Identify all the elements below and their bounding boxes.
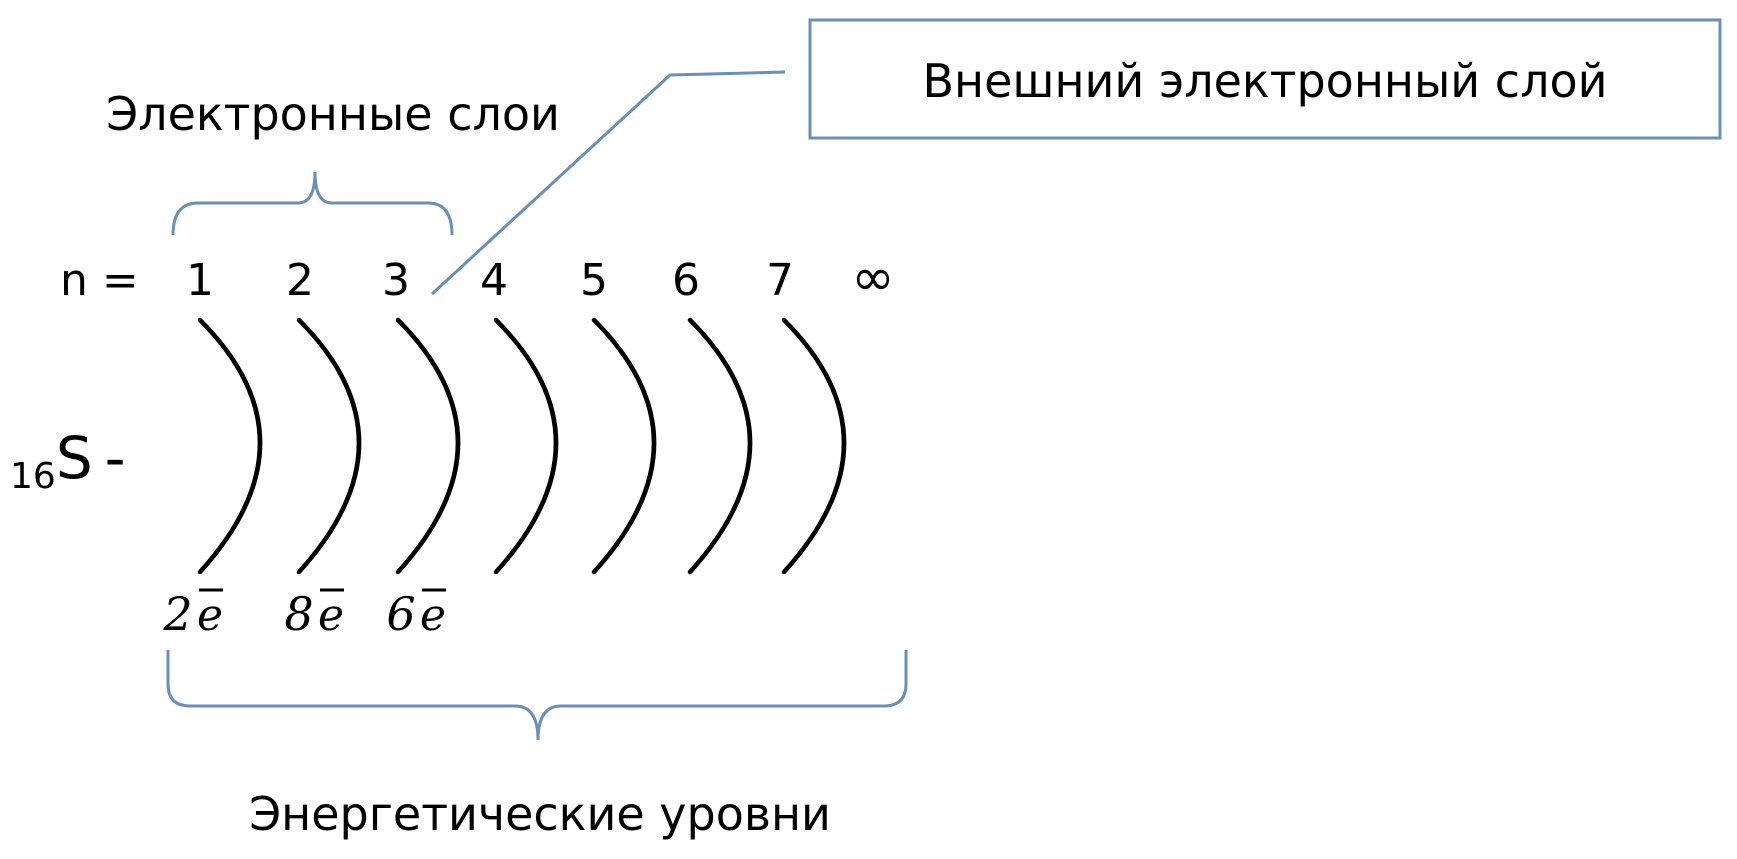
electron-symbol: e [197,590,223,641]
shell-arc-1 [197,317,263,575]
atomic-number: 16 [10,456,56,497]
electron-count-number: 2 [162,587,192,641]
level-numbers: 1 2 3 4 5 6 7 ∞ [186,248,895,308]
shell-arc-7 [781,317,847,575]
element-notation: 16S- [10,424,126,497]
level-number-3: 3 [382,255,410,306]
n-prefix: n = [60,255,139,306]
level-number-8: ∞ [851,248,894,308]
element-symbol: S [56,424,93,492]
level-number-5: 5 [580,255,608,306]
electron-symbol: e [420,590,446,641]
shell-arc-6 [687,317,753,575]
shell-arc-4 [493,317,559,575]
electron-symbol: e [318,590,344,641]
electron-count-number: 6 [386,587,415,641]
energy-levels-brace [166,650,908,741]
energy-levels-label: Энергетические уровни [249,787,831,841]
shell-arc-5 [591,317,657,575]
shell-arc-3 [395,317,461,575]
level-number-6: 6 [672,255,700,306]
electron-layers-brace [171,171,454,236]
level-number-4: 4 [480,255,508,306]
outer-layer-callout-box [808,18,1722,140]
outer-layer-leader-line [430,70,786,296]
level-number-2: 2 [286,255,314,306]
shell-arc-2 [296,317,362,575]
electron-count-number: 8 [284,587,313,641]
shell-arcs [197,317,847,575]
level-number-1: 1 [186,255,214,306]
level-number-7: 7 [766,255,794,306]
electron-layers-label: Электронные слои [106,87,560,141]
element-dash: - [105,424,126,492]
outer-layer-label: Внешний электронный слой [922,54,1607,108]
